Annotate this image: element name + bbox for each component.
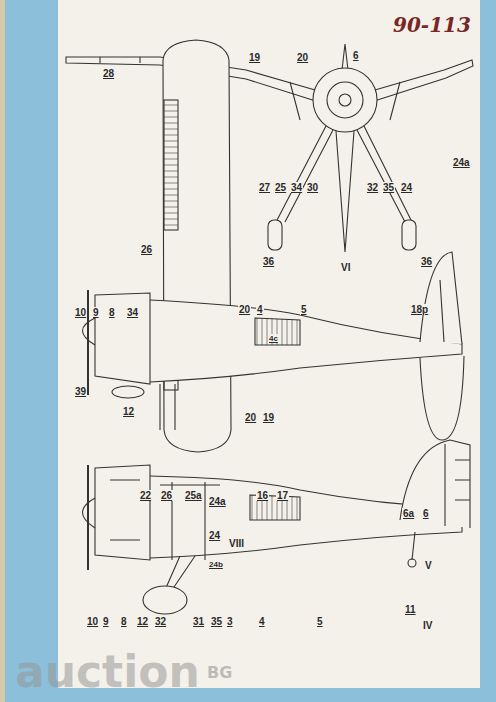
watermark: BG <box>206 664 233 682</box>
callout-number: 9 <box>92 307 100 318</box>
callout-number: 9 <box>102 616 110 627</box>
callout-number: 24 <box>400 182 413 193</box>
handwritten-note: 90-113 <box>392 14 472 36</box>
callout-number: 26 <box>140 244 153 255</box>
callout-number: 6a <box>402 508 415 519</box>
callout-number: 32 <box>154 616 167 627</box>
callout-number: 17 <box>276 490 289 501</box>
callout-number: 8 <box>120 616 128 627</box>
callout-number: 36 <box>420 256 433 267</box>
callout-number: 28 <box>102 68 115 79</box>
callout-number: 10 <box>74 307 87 318</box>
callout-number: 8 <box>108 307 116 318</box>
callout-number: 20 <box>244 412 257 423</box>
callout-number: VIII <box>228 538 245 549</box>
callout-number: 24a <box>208 496 227 507</box>
callout-number: 6 <box>422 508 430 519</box>
callout-number: 25 <box>274 182 287 193</box>
callout-number: 18p <box>410 304 429 315</box>
callout-number: 4 <box>256 304 264 315</box>
callout-number: 35 <box>210 616 223 627</box>
callout-number: 30 <box>306 182 319 193</box>
callout-number: 35 <box>382 182 395 193</box>
callout-number: 24 <box>208 530 221 541</box>
callout-number: 24b <box>208 560 224 569</box>
callout-number: IV <box>422 620 433 631</box>
callout-number: V <box>424 560 433 571</box>
callout-number: 4c <box>268 334 279 343</box>
watermark: auction <box>14 648 201 696</box>
callout-number: 27 <box>258 182 271 193</box>
callout-number: 34 <box>126 307 139 318</box>
callout-number: 6 <box>352 50 360 61</box>
callout-number: 4 <box>258 616 266 627</box>
callout-number: 12 <box>136 616 149 627</box>
callout-number: 5 <box>316 616 324 627</box>
callout-number: 25a <box>184 490 203 501</box>
callout-number: 5 <box>300 304 308 315</box>
callout-number: 34 <box>290 182 303 193</box>
callout-number: 32 <box>366 182 379 193</box>
callout-number: 10 <box>86 616 99 627</box>
callout-number: 20 <box>238 304 251 315</box>
callout-number: 16 <box>256 490 269 501</box>
callout-number: VI <box>340 262 351 273</box>
callout-number: 12 <box>122 406 135 417</box>
callout-number: 19 <box>262 412 275 423</box>
callout-number: 3 <box>226 616 234 627</box>
callout-number: 11 <box>404 604 417 615</box>
callout-number: 39 <box>74 386 87 397</box>
callout-number: 36 <box>262 256 275 267</box>
callout-number: 22 <box>139 490 152 501</box>
callout-number: 31 <box>192 616 205 627</box>
callout-number: 20 <box>296 52 309 63</box>
callout-number: 19 <box>248 52 261 63</box>
callout-number: 24a <box>452 157 471 168</box>
callout-number: 26 <box>160 490 173 501</box>
